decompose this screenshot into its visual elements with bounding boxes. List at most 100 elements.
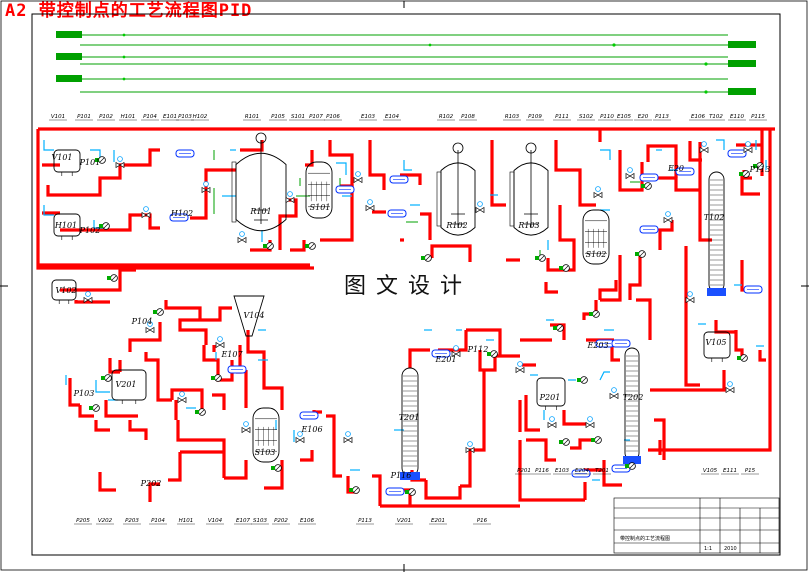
- control-valve-symbol: [465, 441, 475, 454]
- control-valve-symbol: [609, 387, 619, 400]
- control-valve-symbol: [585, 416, 595, 429]
- vessel-drum: [582, 209, 610, 265]
- equipment-label: R101: [249, 207, 271, 216]
- equipment-tag: E104: [385, 114, 399, 120]
- vessels: [51, 132, 731, 480]
- equipment-label: R102: [445, 221, 467, 230]
- equipment-tag: V104: [208, 518, 223, 524]
- equipment-label: P104: [131, 317, 153, 326]
- equipment-label: H102: [170, 209, 193, 218]
- equipment-tag: P105: [271, 114, 285, 120]
- equipment-tag: P104: [151, 518, 165, 524]
- heat-exchanger-symbol: [639, 173, 659, 182]
- pump-symbol: [535, 254, 546, 262]
- heat-exchanger-symbol: [743, 285, 763, 294]
- pump-symbol: [89, 404, 100, 412]
- control-valve-symbol: [115, 156, 125, 169]
- pump-symbol: [99, 222, 110, 230]
- equipment-label: P103: [73, 389, 95, 398]
- equipment-label: H101: [54, 221, 77, 230]
- control-valve-symbol: [285, 191, 295, 204]
- equipment-tag: P102: [99, 114, 113, 120]
- pump-symbol: [195, 408, 206, 416]
- equipment-tag: P111: [555, 114, 569, 120]
- equipment-label: V104: [243, 311, 264, 320]
- instruments: [83, 141, 764, 496]
- equipment-tag: P113: [655, 114, 669, 120]
- equipment-label: T201: [399, 413, 420, 422]
- vessel-tank: [703, 331, 731, 362]
- control-valve-symbol: [743, 141, 753, 154]
- vessel-column: [400, 367, 420, 480]
- equipment-tag: S101: [291, 114, 305, 120]
- process-lines: [36, 127, 775, 508]
- equipment-label: V105: [705, 338, 726, 347]
- control-valve-symbol: [215, 336, 225, 349]
- equipment-tag: P108: [461, 114, 475, 120]
- control-valve-symbol: [295, 431, 305, 444]
- equipment-tag: R103: [505, 114, 520, 120]
- equipment-label: T202: [623, 393, 644, 402]
- control-valve-symbol: [663, 211, 673, 224]
- equipment-tag: E106: [300, 518, 314, 524]
- control-valve-symbol: [547, 416, 557, 429]
- equipment-tag: P104: [143, 114, 157, 120]
- vessel-tank: [111, 369, 147, 404]
- heat-exchanger-symbol: [611, 339, 631, 348]
- title-block-drawing-name: 带控制点的工艺流程图: [620, 535, 670, 542]
- control-valve-symbol: [353, 171, 363, 184]
- vessel-tank: [53, 213, 81, 240]
- pump-symbol: [107, 274, 118, 282]
- heat-exchanger-symbol: [385, 487, 405, 496]
- control-valve-symbol: [699, 141, 709, 154]
- vessel-drum: [305, 161, 333, 219]
- equipment-label: E107: [220, 350, 243, 359]
- heat-exchanger-symbol: [431, 349, 451, 358]
- equipment-label: V101: [51, 153, 72, 162]
- vessel-tank: [53, 149, 81, 176]
- equipment-label: E201: [434, 355, 456, 364]
- control-valve-symbol: [241, 421, 251, 434]
- vessel-reactor: [509, 142, 549, 236]
- equipment-label: P101: [79, 158, 101, 167]
- pump-symbol: [153, 308, 164, 316]
- vessel-reactor: [231, 132, 287, 232]
- pump-symbol: [263, 242, 274, 250]
- control-valve-symbol: [201, 181, 211, 194]
- control-valve-symbol: [625, 167, 635, 180]
- vessel-cone: [233, 295, 265, 337]
- heat-exchanger-symbol: [227, 365, 247, 374]
- equipment-tag: V101: [51, 114, 65, 120]
- equipment-tag: E201: [431, 518, 445, 524]
- pump-symbol: [271, 464, 282, 472]
- heat-exchanger-symbol: [175, 149, 195, 158]
- equipment-tag: P107: [309, 114, 323, 120]
- signal-lines: [213, 150, 640, 256]
- title-block: [613, 497, 780, 554]
- pump-symbol: [405, 488, 416, 496]
- control-valve-symbol: [83, 291, 93, 304]
- equipment-tag: R101: [245, 114, 259, 120]
- heat-exchanger-symbol: [389, 175, 409, 184]
- heat-exchanger-symbol: [335, 185, 355, 194]
- equipment-tag: E103: [361, 114, 375, 120]
- equipment-tag: E204: [575, 468, 589, 474]
- heat-exchanger-symbol: [595, 339, 615, 348]
- equipment-label: P102: [79, 226, 101, 235]
- control-valve-symbol: [177, 391, 187, 404]
- pump-symbol: [305, 242, 316, 250]
- equipment-label: R103: [517, 221, 539, 230]
- equipment-label: V201: [115, 380, 136, 389]
- control-valve-symbol: [475, 201, 485, 214]
- equipment-tag: P103: [178, 114, 192, 120]
- pump-symbol: [211, 374, 222, 382]
- equipment-tag: P16: [477, 518, 488, 524]
- pump-symbol: [591, 436, 602, 444]
- heat-exchanger-symbol: [639, 225, 659, 234]
- equipment-tag: E106: [691, 114, 705, 120]
- pump-symbol: [753, 162, 764, 170]
